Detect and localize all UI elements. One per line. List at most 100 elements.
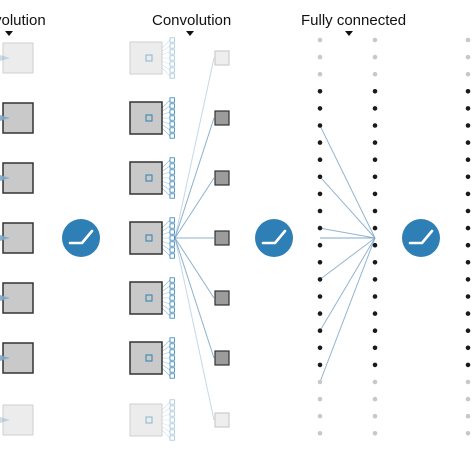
kernel-square bbox=[145, 114, 153, 122]
relu-curve bbox=[408, 229, 434, 245]
kernel-unit bbox=[169, 121, 175, 127]
kernel-unit bbox=[169, 187, 175, 193]
connection-line bbox=[174, 237, 215, 299]
kernel-unit bbox=[169, 435, 175, 441]
fc-node bbox=[372, 260, 378, 265]
kernel-unit bbox=[169, 295, 175, 301]
feature-map bbox=[2, 102, 34, 134]
fc-node bbox=[465, 311, 471, 316]
connection-line bbox=[174, 117, 215, 239]
fc-node bbox=[372, 174, 378, 180]
kernel-unit bbox=[169, 127, 175, 133]
kernel-unit bbox=[169, 163, 175, 169]
fc-node bbox=[372, 71, 378, 77]
kernel-unit bbox=[169, 157, 175, 163]
fc-node bbox=[465, 37, 471, 43]
arrow-icon bbox=[0, 175, 10, 181]
fc-node bbox=[465, 328, 471, 334]
fc-node bbox=[372, 396, 378, 402]
fc-node bbox=[317, 260, 323, 265]
fc-node bbox=[372, 106, 378, 111]
kernel-unit bbox=[169, 241, 175, 247]
fc-node bbox=[317, 396, 323, 402]
header-partial-convolution: volution bbox=[0, 12, 46, 29]
kernel-unit bbox=[169, 361, 175, 367]
kernel-unit bbox=[169, 399, 175, 405]
connection-line bbox=[319, 237, 376, 383]
kernel-unit bbox=[169, 115, 175, 121]
fc-node bbox=[317, 37, 323, 43]
fc-node bbox=[372, 89, 378, 94]
feature-map bbox=[2, 42, 34, 74]
pooled-map bbox=[214, 110, 230, 126]
pooled-map bbox=[214, 170, 230, 186]
fc-node bbox=[317, 413, 323, 419]
fc-node bbox=[317, 54, 323, 60]
kernel-unit bbox=[169, 253, 175, 259]
fc-node bbox=[372, 379, 378, 385]
fc-node bbox=[317, 71, 323, 77]
fc-node bbox=[465, 157, 471, 162]
fc-node bbox=[372, 225, 378, 231]
fc-node bbox=[372, 242, 378, 248]
fc-node bbox=[465, 431, 471, 436]
triangle-down-icon bbox=[345, 31, 353, 36]
fc-node bbox=[465, 71, 471, 77]
fc-node bbox=[317, 311, 323, 316]
kernel-unit bbox=[169, 411, 175, 417]
fc-node bbox=[465, 277, 471, 282]
kernel-unit bbox=[169, 343, 175, 349]
fc-node bbox=[465, 89, 471, 94]
arrow-icon bbox=[0, 235, 10, 241]
fc-node bbox=[317, 225, 323, 231]
kernel-unit bbox=[169, 181, 175, 187]
fc-node bbox=[317, 140, 323, 145]
fc-node bbox=[317, 277, 323, 282]
header-fully-connected: Fully connected bbox=[301, 12, 407, 29]
fc-node bbox=[372, 294, 378, 299]
fc-node bbox=[465, 294, 471, 299]
fc-node bbox=[465, 242, 471, 248]
fc-node bbox=[372, 328, 378, 334]
kernel-unit bbox=[169, 417, 175, 423]
connection-line bbox=[319, 237, 376, 331]
fc-node bbox=[372, 54, 378, 60]
fc-node bbox=[317, 89, 323, 94]
kernel-unit bbox=[169, 337, 175, 343]
fc-node bbox=[465, 140, 471, 145]
fc-node bbox=[465, 54, 471, 60]
diagram-shapes bbox=[0, 37, 471, 441]
kernel-square bbox=[145, 54, 153, 62]
kernel-unit bbox=[169, 97, 175, 103]
relu-activation-icon bbox=[402, 219, 440, 257]
fc-node bbox=[465, 123, 471, 128]
kernel-unit bbox=[169, 367, 175, 373]
fc-node bbox=[465, 225, 471, 231]
triangle-down-icon bbox=[5, 31, 13, 36]
kernel-unit bbox=[169, 289, 175, 295]
kernel-unit bbox=[169, 301, 175, 307]
fc-node bbox=[372, 431, 378, 436]
kernel-unit bbox=[169, 235, 175, 241]
fc-node bbox=[465, 174, 471, 180]
fc-node bbox=[372, 157, 378, 162]
fc-node bbox=[465, 208, 471, 214]
connection-line bbox=[319, 176, 376, 239]
kernel-unit bbox=[169, 169, 175, 175]
kernel-unit bbox=[169, 61, 175, 67]
fc-node bbox=[372, 413, 378, 419]
fc-node bbox=[317, 294, 323, 299]
kernel-unit bbox=[169, 133, 175, 139]
kernel-unit bbox=[169, 283, 175, 289]
kernel-square bbox=[145, 234, 153, 242]
connection-line bbox=[174, 177, 215, 239]
pooled-map bbox=[214, 350, 230, 366]
kernel-square bbox=[145, 294, 153, 302]
fc-node bbox=[372, 345, 378, 351]
pooled-map bbox=[214, 412, 230, 428]
fc-node bbox=[465, 106, 471, 111]
fc-node bbox=[317, 242, 323, 248]
fc-node bbox=[465, 191, 471, 197]
fc-node bbox=[372, 277, 378, 282]
fc-node bbox=[317, 345, 323, 351]
